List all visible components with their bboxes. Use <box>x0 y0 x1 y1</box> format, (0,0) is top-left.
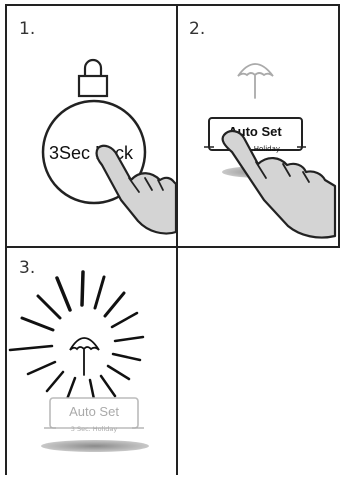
radiating-burst-icon <box>10 272 143 404</box>
umbrella-icon <box>70 338 99 375</box>
step-1-panel: 1. 3Sec Lock <box>19 19 176 234</box>
step-3-panel: 3. Auto <box>10 258 149 452</box>
button-shadow <box>41 440 149 452</box>
step-2-panel: 2. Auto Set 3 Sec. Holiday <box>189 19 335 238</box>
holiday-sublabel: 3 Sec. Holiday <box>71 425 118 433</box>
umbrella-icon <box>238 64 273 98</box>
lock-button-label: 3Sec Lock <box>49 143 134 163</box>
auto-set-button[interactable]: Auto Set 3 Sec. Holiday <box>44 398 144 433</box>
step-3-number: 3. <box>19 258 35 278</box>
auto-set-label: Auto Set <box>69 404 119 419</box>
step-1-number: 1. <box>19 19 35 39</box>
step-2-number: 2. <box>189 19 205 39</box>
lock-icon <box>79 60 107 96</box>
auto-set-button[interactable]: Auto Set 3 Sec. Holiday <box>204 118 306 153</box>
